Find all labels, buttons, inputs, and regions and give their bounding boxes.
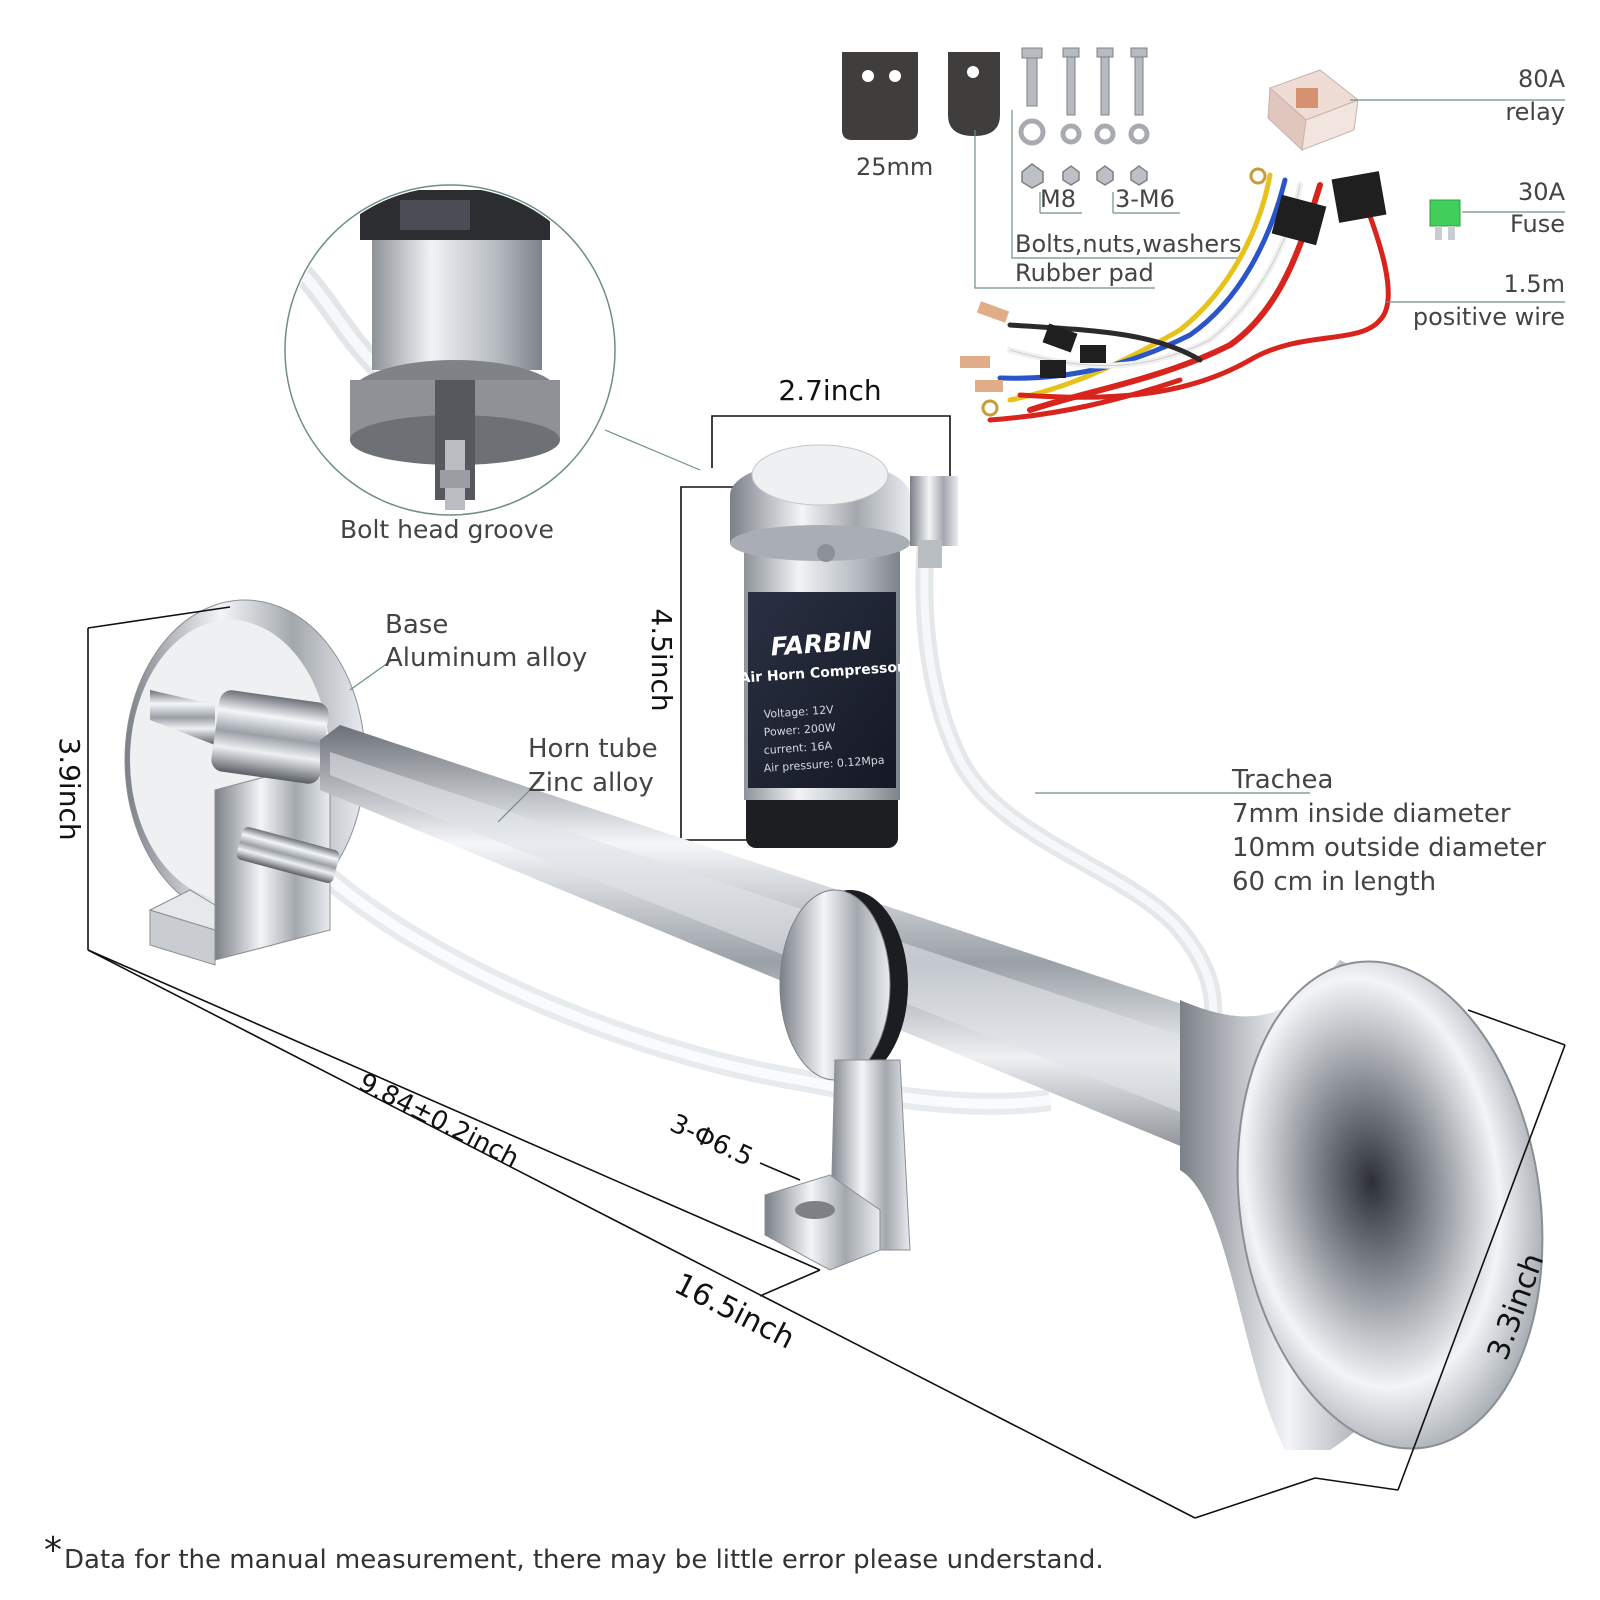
base-height-label: 3.9inch [53,737,86,840]
bolt-head-inset [284,184,616,516]
compressor-voltage: Voltage: 12V [763,703,834,721]
base-leader [349,659,393,691]
bolts-hardware [1018,47,1150,189]
pad-size-label: 25mm [856,153,933,181]
trachea-outside: 10mm outside diameter [1232,833,1546,863]
bracket-spacing-label: 9.84±0.2inch [354,1068,524,1174]
base-material: Aluminum alloy [385,643,587,673]
wire-length-label: 1.5m [1503,270,1565,298]
horn-tube-material: Zinc alloy [528,768,654,798]
bolt-m6-label: 3-M6 [1115,185,1175,213]
relay [1267,69,1359,152]
wire-name-label: positive wire [1413,303,1565,331]
footnote-asterisk: * [44,1530,62,1571]
relay-name-label: relay [1505,98,1565,126]
footnote-text: Data for the manual measurement, there m… [64,1545,1104,1575]
air-horn [124,599,1544,1450]
compressor-width-dimension [711,415,951,478]
rubber-pad-leader [974,130,1155,289]
fuse-amp-label: 30A [1518,178,1566,206]
horn-tube-title: Horn tube [528,734,658,764]
bolts-label: Bolts,nuts,washers [1015,230,1242,258]
trachea-length: 60 cm in length [1232,867,1436,897]
rubber-pads [842,52,1000,140]
relay-amp-label: 80A [1518,65,1566,93]
wiring-harness [987,172,1391,423]
horn-dimension-lines [87,606,1566,1519]
fuse [1429,199,1461,240]
bolt-m8-label: M8 [1040,185,1076,213]
compressor-brand: FARBIN [770,626,874,662]
total-length-label: 16.5inch [669,1267,800,1357]
air-compressor [730,444,1223,1076]
bolts-leader [1011,110,1240,259]
compressor-height-dimension [680,486,760,841]
compressor-power: Power: 200W [763,721,836,739]
compressor-current: current: 16A [763,739,833,757]
trachea-inside: 7mm inside diameter [1232,799,1511,829]
hole-spec-label: 3-Φ6.5 [665,1109,757,1173]
harness-connectors [960,167,1387,417]
compressor-height-label: 4.5inch [645,608,678,711]
base-title: Base [385,610,448,640]
compressor-width-label: 2.7inch [778,374,881,407]
trachea-title: Trachea [1231,765,1333,795]
bolt-head-label: Bolt head groove [340,515,554,544]
rubber-pad-label: Rubber pad [1015,259,1154,287]
horn-tube-leader [497,779,541,823]
bolt-head-leader [604,429,701,471]
fuse-name-label: Fuse [1510,210,1565,238]
